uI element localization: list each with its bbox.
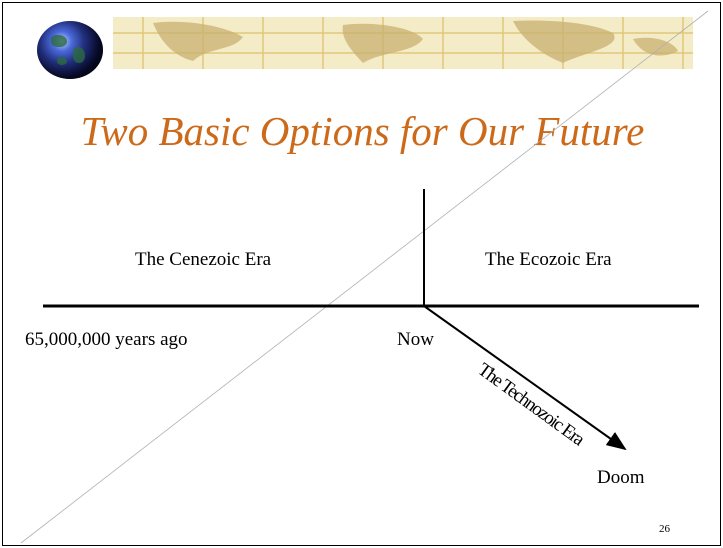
banner-map-graphic <box>113 17 693 69</box>
page-number: 26 <box>659 523 670 535</box>
ecozoic-era-label: The Ecozoic Era <box>485 249 612 270</box>
timeline-diagram <box>20 10 709 544</box>
globe-icon <box>37 21 103 79</box>
world-map-banner <box>113 17 693 69</box>
technozoic-arrow <box>423 305 627 451</box>
cenozoic-era-label: The Cenezoic Era <box>135 249 272 270</box>
start-time-label: 65,000,000 years ago <box>25 329 188 350</box>
now-label: Now <box>397 329 434 350</box>
doom-label: Doom <box>597 467 645 488</box>
diagonal-line <box>20 10 709 544</box>
slide-title: Two Basic Options for Our Future <box>80 108 645 154</box>
